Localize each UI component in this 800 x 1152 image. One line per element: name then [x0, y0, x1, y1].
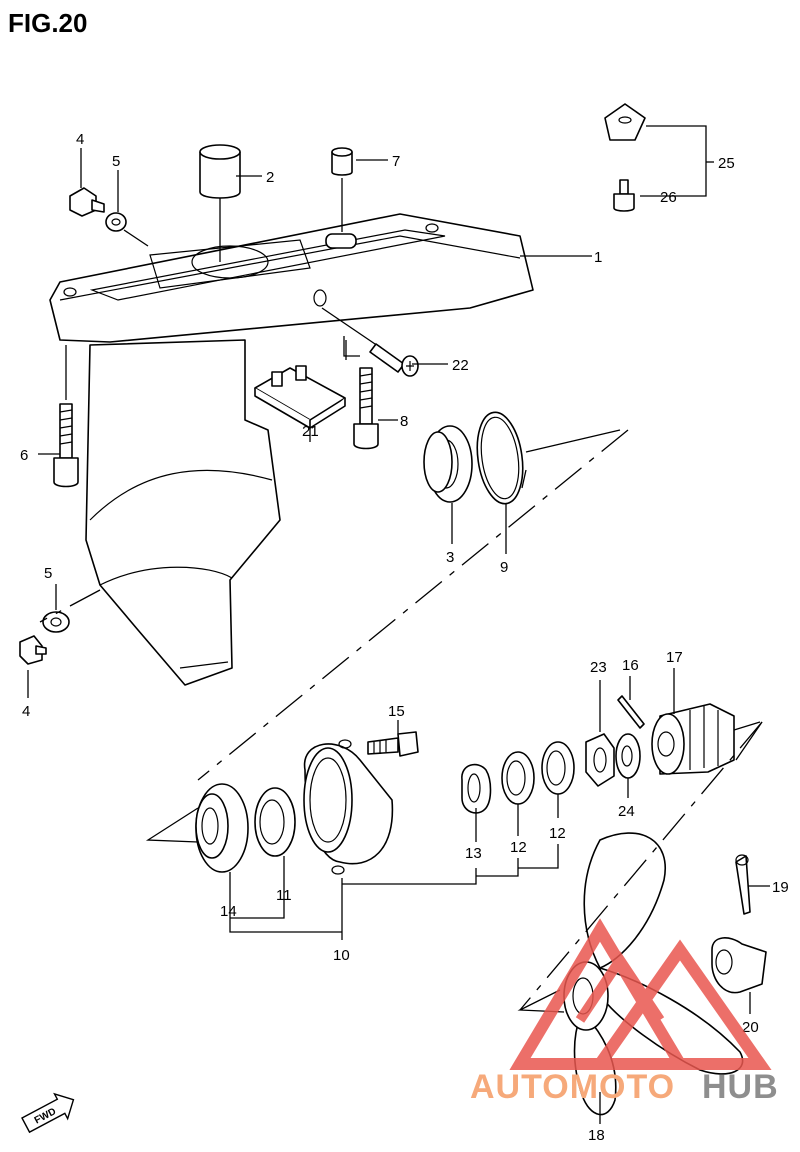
callout-26: 26 [660, 189, 677, 206]
part-7-dowel [331, 147, 353, 232]
part-24-washer [615, 733, 641, 779]
part-20-nut [711, 937, 767, 994]
part-2-spacer [199, 144, 241, 262]
callout-12-b: 12 [549, 825, 566, 842]
callout-4-top: 4 [76, 131, 84, 148]
callout-21: 21 [302, 423, 319, 440]
part-5-washer-bottom [42, 611, 70, 633]
gear-case [49, 213, 534, 686]
part-3-bearing [423, 425, 473, 503]
part-21-anode [254, 365, 346, 442]
part-6-bolt [53, 345, 79, 488]
part-4-screw-bottom [19, 635, 47, 665]
part-19-cotter-pin [735, 854, 751, 915]
callout-10: 10 [333, 947, 350, 964]
callout-5-top: 5 [112, 153, 120, 170]
part-12-seal-b [541, 741, 575, 795]
watermark: AUTOMOTO HUB [470, 918, 779, 1106]
fwd-arrow-badge: FWD [21, 1092, 75, 1134]
part-17-spacer [651, 703, 735, 775]
watermark-text-b: HUB [702, 1068, 779, 1106]
watermark-text-a: AUTOMOTO [470, 1068, 675, 1106]
part-11-bearing [254, 787, 296, 857]
callout-5-bottom: 5 [44, 565, 52, 582]
part-13-retainer [461, 763, 492, 814]
part-26-bolt [613, 179, 635, 212]
callout-4-bottom: 4 [22, 703, 30, 720]
figure-title: FIG.20 [8, 8, 87, 38]
callout-15: 15 [388, 703, 405, 720]
callout-16: 16 [622, 657, 639, 674]
part-14-bearing [195, 783, 249, 873]
callout-14: 14 [220, 903, 237, 920]
part-5-washer-top [105, 212, 149, 247]
callout-9: 9 [500, 559, 508, 576]
part-10-bearing-housing [303, 739, 394, 875]
callout-6: 6 [20, 447, 28, 464]
callout-25: 25 [718, 155, 735, 172]
callout-23: 23 [590, 659, 607, 676]
callout-19: 19 [772, 879, 789, 896]
callout-13: 13 [465, 845, 482, 862]
part-8-bolt [345, 340, 379, 450]
callout-12-a: 12 [510, 839, 527, 856]
part-12-seal-a [501, 751, 535, 805]
part-16-cotter-pin [617, 695, 645, 729]
callouts: 1 2 3 4 4 5 5 6 7 8 9 10 11 12 12 13 14 … [20, 131, 789, 1144]
center-lines [39, 429, 763, 1011]
callout-17: 17 [666, 649, 683, 666]
part-15-bolt [367, 731, 419, 757]
part-4-screw-top [69, 187, 105, 217]
callout-2: 2 [266, 169, 274, 186]
part-25-cap [604, 103, 646, 141]
callout-3: 3 [446, 549, 454, 566]
part-22-screw [321, 307, 419, 377]
leader-lines [27, 125, 770, 1124]
watermark-logo [509, 918, 772, 1070]
callout-8: 8 [400, 413, 408, 430]
callout-11: 11 [276, 887, 292, 904]
callout-20: 20 [742, 1019, 759, 1036]
callout-24: 24 [618, 803, 635, 820]
callout-1: 1 [594, 249, 602, 266]
part-9-o-ring [476, 411, 524, 505]
callout-22: 22 [452, 357, 469, 374]
part-23-nut [585, 733, 615, 787]
callout-18: 18 [588, 1127, 605, 1144]
callout-7: 7 [392, 153, 400, 170]
